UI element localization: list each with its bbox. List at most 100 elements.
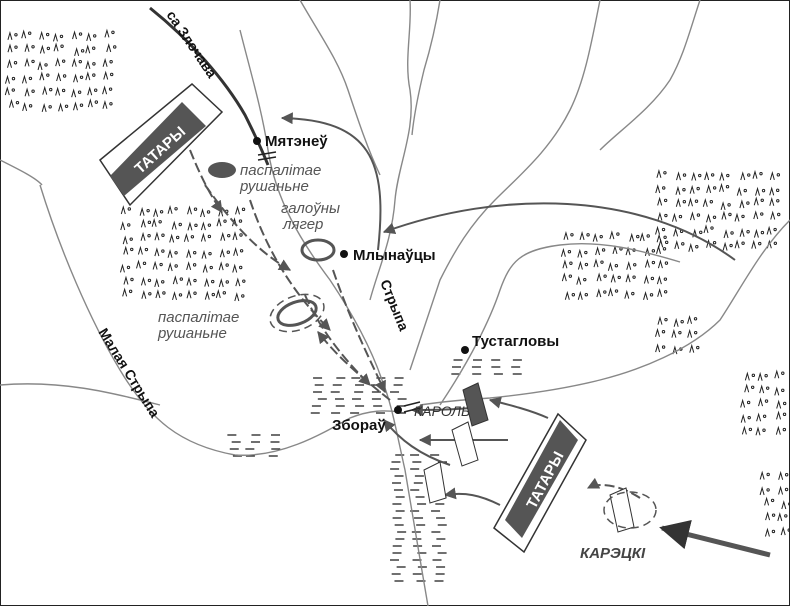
forest-dot xyxy=(94,100,99,104)
forest-symbol xyxy=(563,230,569,240)
forest-symbol xyxy=(24,42,30,52)
town-label-tustaglovy: Тустаглoвы xyxy=(472,333,559,350)
forest-dot xyxy=(28,104,33,108)
forest-symbol xyxy=(596,288,602,298)
forest-dot xyxy=(193,291,197,295)
forest-dot xyxy=(712,215,717,220)
forest-symbol xyxy=(765,511,771,521)
forest-dot xyxy=(651,260,656,265)
forest-symbol xyxy=(187,205,192,215)
forest-symbol xyxy=(204,290,210,300)
forest-dot xyxy=(746,201,750,205)
forest-dot xyxy=(766,488,770,492)
forest-dot xyxy=(603,274,607,278)
forest-dot xyxy=(663,277,668,281)
towns xyxy=(253,137,469,414)
forest-symbol xyxy=(656,168,662,178)
forest-symbol xyxy=(183,232,189,242)
forest-dot xyxy=(223,219,227,223)
tributary-8 xyxy=(0,159,43,186)
forest-dot xyxy=(78,32,83,36)
forest-dot xyxy=(109,102,113,106)
unit-block-2 xyxy=(451,421,479,467)
forest-symbol xyxy=(687,314,693,324)
forest-dot xyxy=(77,90,82,94)
forest-symbol xyxy=(102,85,108,95)
bridge-zboraw xyxy=(403,401,421,413)
forest-symbol xyxy=(778,485,784,495)
forest-symbol xyxy=(721,210,727,220)
forest-dot xyxy=(211,292,215,297)
forest-symbol xyxy=(187,221,193,231)
forest-dot xyxy=(759,171,763,176)
forest-dot xyxy=(636,234,640,239)
forest-dot xyxy=(631,291,635,296)
forest-dot xyxy=(762,428,766,432)
forest-symbol xyxy=(233,246,239,256)
forest-symbol xyxy=(577,260,583,270)
forest-dot xyxy=(663,198,668,203)
forest-symbol xyxy=(186,248,192,258)
forest-symbol xyxy=(592,232,598,242)
forest-symbol xyxy=(106,43,112,53)
forest-dot xyxy=(699,230,703,235)
forest-symbol xyxy=(579,231,585,240)
strypa-river xyxy=(239,29,429,606)
forest-dot xyxy=(61,88,66,93)
arrow-cossack-main xyxy=(659,519,771,558)
forest-symbol xyxy=(4,74,10,84)
note-pospolitae-2-line1: паспалітае xyxy=(158,309,239,326)
forest-symbol xyxy=(71,88,77,98)
forest-symbol xyxy=(655,343,661,353)
forest-dot xyxy=(663,171,667,175)
forest-symbol xyxy=(689,184,695,194)
forest-dot xyxy=(782,412,787,417)
forest-dot xyxy=(227,233,231,238)
forest-dot xyxy=(14,45,18,49)
forest-symbol xyxy=(53,42,59,52)
forest-dot xyxy=(771,513,776,517)
forest-dot xyxy=(225,263,229,267)
forest-dot xyxy=(130,277,134,282)
forest-symbol xyxy=(657,259,663,269)
tributary-7 xyxy=(0,383,161,406)
forest-dot xyxy=(617,275,621,280)
forest-dot xyxy=(784,487,789,492)
forest-symbol xyxy=(152,260,158,270)
forest-symbol xyxy=(102,99,108,109)
forest-dot xyxy=(777,212,781,217)
forest-symbol xyxy=(756,412,762,422)
forest-symbol xyxy=(154,247,160,257)
forest-symbol xyxy=(778,470,784,480)
forest-symbol xyxy=(775,425,781,435)
cossack-unit xyxy=(609,487,635,533)
forest-dot xyxy=(206,210,211,214)
forest-dot xyxy=(741,241,745,245)
forest-dot xyxy=(781,388,785,393)
forest-dot xyxy=(765,386,770,390)
forest-symbol xyxy=(739,227,745,237)
forest-symbol xyxy=(755,426,761,436)
arrow-camp-south-1 xyxy=(332,269,386,394)
forest-symbol xyxy=(766,225,772,235)
main-camp-marker xyxy=(300,238,336,262)
forest-symbol xyxy=(58,102,64,112)
forest-symbol xyxy=(781,500,787,510)
forest-symbol xyxy=(740,413,746,423)
forest-dot xyxy=(782,401,787,406)
forest-symbol xyxy=(577,248,583,258)
forest-symbol xyxy=(757,371,763,381)
forest-symbol xyxy=(655,184,661,194)
town-dot-tustaglovy xyxy=(461,346,469,354)
forest-symbol xyxy=(657,211,663,221)
forest-symbol xyxy=(753,228,759,238)
forest-symbol xyxy=(564,290,570,300)
forest-symbol xyxy=(689,211,695,221)
forest-symbol xyxy=(220,231,226,241)
forest-dot xyxy=(13,61,18,65)
forest-dot xyxy=(190,235,195,239)
forest-symbol xyxy=(609,230,615,240)
forest-dot xyxy=(79,103,84,107)
forest-dot xyxy=(161,233,165,237)
forest-symbol xyxy=(655,327,660,337)
